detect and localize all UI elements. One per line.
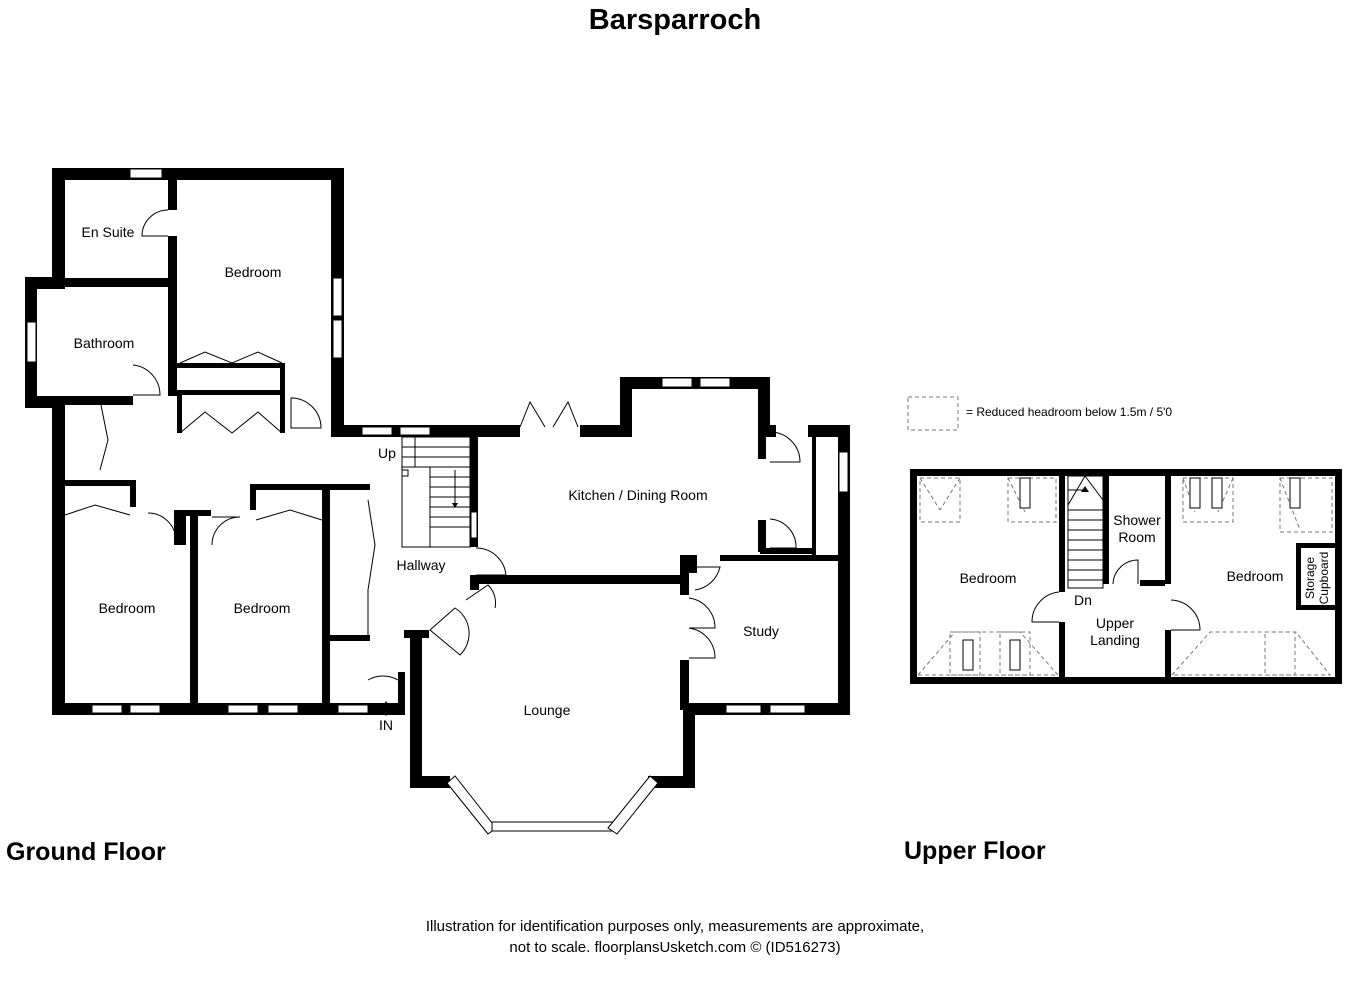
disclaimer-footer: Illustration for identification purposes…	[0, 916, 1350, 958]
room-label-shower-room-line1: Shower	[1113, 512, 1161, 528]
upper-floor-label: Upper Floor	[904, 837, 1046, 865]
disclaimer-line-2: not to scale. floorplansUsketch.com © (I…	[509, 939, 841, 956]
ground-floor-interior-walls	[65, 180, 840, 715]
ground-floor-label: Ground Floor	[6, 838, 166, 866]
room-label-bedroom-middle: Bedroom	[234, 600, 291, 616]
storage-label-line1: Storage	[1303, 557, 1317, 599]
page-title: Barsparroch	[588, 4, 762, 36]
ground-floor-windows	[26, 168, 849, 835]
upper-floor-doors	[1031, 559, 1201, 631]
room-label-hallway: Hallway	[396, 557, 445, 573]
reduced-headroom-swatch	[907, 396, 959, 431]
ground-floor-plan: En Suite Bedroom Bathroom Bedroom Bedroo…	[25, 168, 850, 835]
legend-text: = Reduced headroom below 1.5m / 5'0	[966, 405, 1172, 419]
room-label-upper-bedroom-right: Bedroom	[1227, 568, 1284, 584]
room-label-study: Study	[743, 623, 779, 639]
storage-cupboard-label: Storage Cupboard	[1303, 552, 1331, 605]
room-label-upper-landing-line1: Upper	[1096, 615, 1134, 631]
legend: = Reduced headroom below 1.5m / 5'0	[907, 396, 1172, 431]
entrance-arrow-icon	[380, 701, 392, 716]
disclaimer-line-1: Illustration for identification purposes…	[425, 918, 925, 935]
room-label-kitchen-dining: Kitchen / Dining Room	[568, 487, 707, 503]
room-label-shower-room-line2: Room	[1118, 529, 1155, 545]
upper-floor-walls	[910, 469, 1342, 684]
room-label-en-suite: En Suite	[82, 224, 135, 240]
room-label-lounge: Lounge	[524, 702, 571, 718]
room-label-upper-bedroom-left: Bedroom	[960, 570, 1017, 586]
ground-floor-doors	[64, 209, 801, 681]
stairs-up-marker: Up	[378, 445, 396, 461]
upper-floor-stairs	[1067, 475, 1104, 589]
ground-floor-stairs	[401, 436, 471, 548]
ground-floor-walls	[25, 168, 850, 788]
upper-floor-plan: Bedroom Bedroom Shower Room Upper Landin…	[910, 469, 1342, 684]
storage-label-line2: Cupboard	[1317, 552, 1331, 605]
room-label-upper-landing-line2: Landing	[1090, 632, 1140, 648]
upper-floor-windows	[962, 477, 1301, 671]
room-label-bedroom-left: Bedroom	[99, 600, 156, 616]
room-label-bathroom: Bathroom	[74, 335, 135, 351]
room-label-bedroom-main: Bedroom	[225, 264, 282, 280]
entrance-marker: IN	[379, 717, 393, 733]
stairs-down-marker: Dn	[1074, 592, 1092, 608]
